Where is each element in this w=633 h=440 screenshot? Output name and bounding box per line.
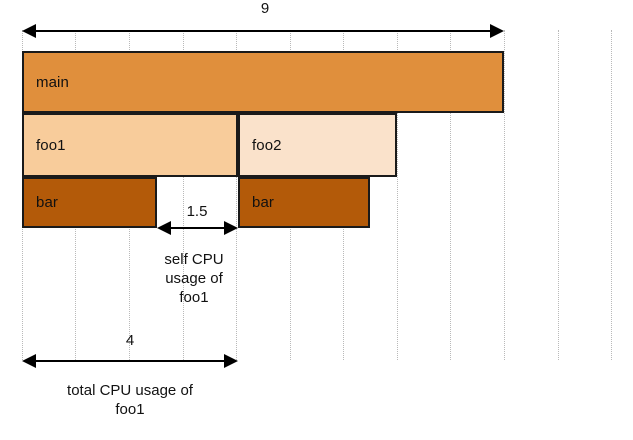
frame-main[interactable]: main <box>22 51 504 113</box>
frame-bar-2[interactable]: bar <box>238 177 370 228</box>
arrow-head-right-total-width <box>490 24 504 38</box>
arrow-head-left-self-cpu <box>157 221 171 235</box>
measure-line-total-width <box>30 30 496 32</box>
arrow-head-right-self-cpu <box>224 221 238 235</box>
measure-value-total-cpu: 4 <box>125 332 135 349</box>
frame-label-bar-2: bar <box>252 194 274 211</box>
frame-foo1[interactable]: foo1 <box>22 113 238 177</box>
gridline <box>504 30 505 360</box>
frame-foo2[interactable]: foo2 <box>238 113 397 177</box>
measure-value-total-width: 9 <box>260 0 270 17</box>
gridline <box>611 30 612 360</box>
caption-total-cpu-line-1: total CPU usage of <box>67 382 193 399</box>
frame-label-main: main <box>36 73 69 91</box>
arrow-head-left-total-width <box>22 24 36 38</box>
frame-label-foo2: foo2 <box>252 136 282 154</box>
caption-self-cpu-line-3: foo1 <box>179 289 209 307</box>
caption-total-cpu-usage: total CPU usage of foo1 <box>35 381 225 419</box>
caption-self-cpu-line-2: usage of <box>165 270 223 288</box>
measure-line-total-cpu <box>30 360 230 362</box>
gridline <box>558 30 559 360</box>
gridline <box>183 30 184 360</box>
measure-line-self-cpu <box>165 227 231 229</box>
gridline <box>450 30 451 360</box>
gridline <box>236 30 237 360</box>
caption-total-cpu-line-2: foo1 <box>115 401 145 419</box>
frame-label-foo1: foo1 <box>36 136 66 154</box>
arrow-head-left-total-cpu <box>22 354 36 368</box>
measure-value-self-cpu: 1.5 <box>186 203 208 220</box>
frame-label-bar-1: bar <box>36 194 58 211</box>
arrow-head-right-total-cpu <box>224 354 238 368</box>
caption-self-cpu-line-1: self CPU <box>164 251 224 268</box>
frame-bar-1[interactable]: bar <box>22 177 157 228</box>
caption-self-cpu-usage: self CPU usage of foo1 <box>133 250 255 308</box>
gridline <box>397 30 398 360</box>
